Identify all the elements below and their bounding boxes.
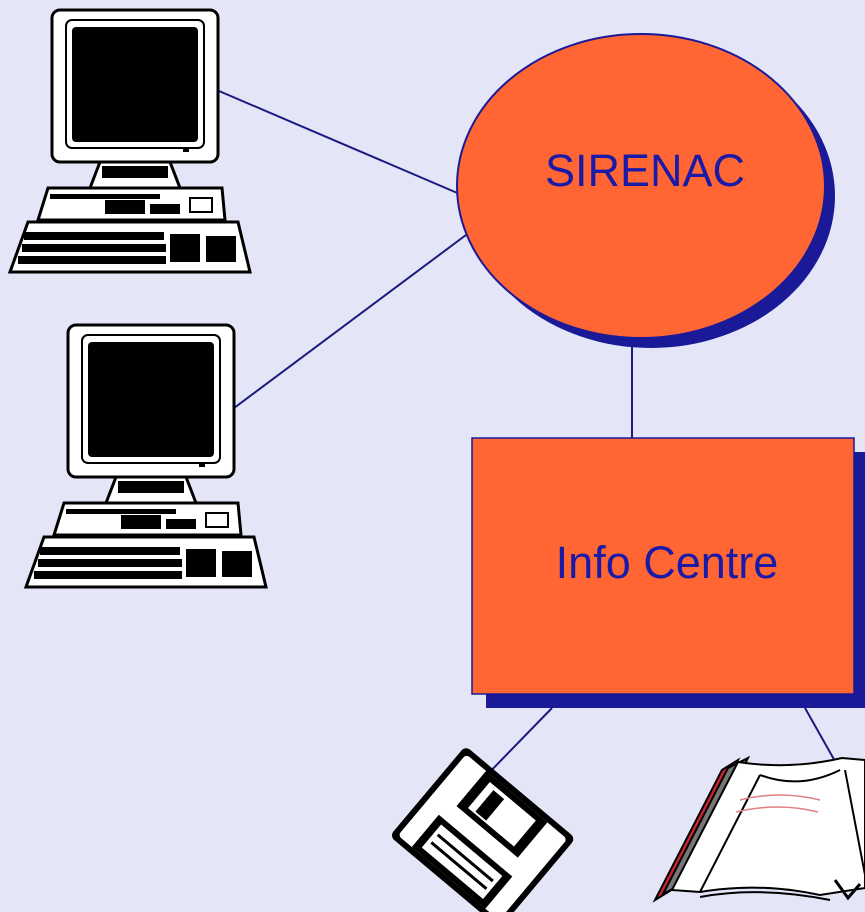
computer-icon: [7, 8, 252, 274]
info-centre-node: [471, 437, 865, 708]
connector-computer1-sirenac: [204, 84, 463, 196]
info-centre-label: Info Centre: [555, 537, 779, 588]
connectors: [204, 84, 841, 783]
computer-icon: [23, 323, 268, 589]
connector-computer2-sirenac: [217, 231, 471, 421]
floppy-disk-icon: [392, 748, 574, 912]
info-centre-node-shape: [471, 437, 855, 695]
sirenac-node: [456, 33, 835, 348]
open-book-icon: [652, 755, 865, 903]
sirenac-node-shape: [456, 33, 826, 339]
sirenac-label: SIRENAC: [544, 145, 746, 196]
